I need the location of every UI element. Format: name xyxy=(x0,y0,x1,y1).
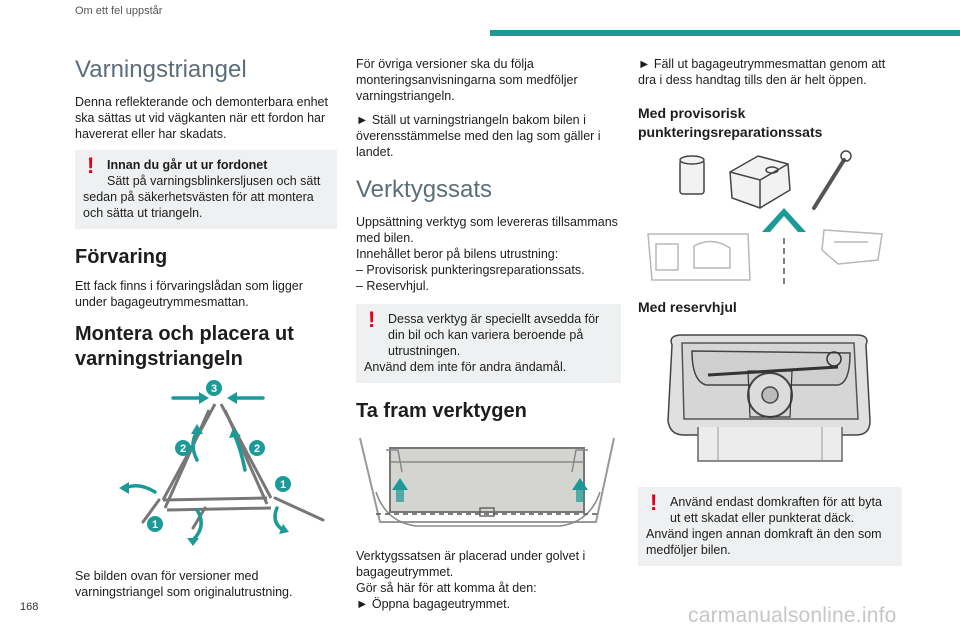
toolkit-text: Uppsättning verktyg som levereras tillsa… xyxy=(356,215,618,245)
unfold-mat-step: ► Fäll ut bagageutrymmesmattan genom att… xyxy=(638,57,886,87)
step-marker: 2 xyxy=(249,440,265,456)
toolkit-content-text: Innehållet beror på bilens utrustning: xyxy=(356,247,559,261)
place-triangle-step: ► Ställ ut varningstriangeln bakom bilen… xyxy=(356,113,601,159)
warning-line: Använd endast domkraften för att byta ut… xyxy=(670,495,882,525)
step-marker: 1 xyxy=(147,516,163,532)
toolkit-location-text: Verktygssatsen är placerad under golvet … xyxy=(356,549,586,579)
section-title-toolkit: Verktygssats xyxy=(356,176,493,203)
heading-storage: Förvaring xyxy=(75,246,168,268)
svg-text:1: 1 xyxy=(152,519,158,531)
storage-text: Ett fack finns i förvaringslådan som lig… xyxy=(75,279,303,309)
spare-wheel-figure xyxy=(667,334,871,462)
watermark: carmanualsonline.info xyxy=(688,604,897,627)
heading-spare-wheel: Med reservhjul xyxy=(638,299,737,315)
warning-line: sedan på säkerhetsvästen för att montera… xyxy=(83,190,314,220)
warning-triangle-assembly-figure: 3 2 2 1 1 xyxy=(119,380,325,546)
step-marker: 2 xyxy=(175,440,191,456)
heading-mount-triangle: Montera och placera ut varningstriangeln xyxy=(75,323,294,370)
column-middle: För övriga versioner ska du följa monter… xyxy=(356,56,621,620)
warning-line: Dessa verktyg är speciellt avsedda för d… xyxy=(388,312,600,358)
toolkit-list-item: – Provisorisk punkteringsreparationssats… xyxy=(356,263,585,277)
warning-line: Använd ingen annan domkraft än den som m… xyxy=(646,527,882,557)
svg-text:1: 1 xyxy=(280,479,286,491)
warning-line: Använd dem inte för andra ändamål. xyxy=(364,360,567,374)
figure-caption: Se bilden ovan för versioner med varning… xyxy=(75,569,293,599)
warning-title: Innan du går ut ur fordonet xyxy=(107,158,268,172)
svg-text:2: 2 xyxy=(254,443,260,455)
column-left: Varningstriangel Denna reflekterande och… xyxy=(75,56,337,608)
running-header: Om ett fel uppstår xyxy=(75,5,163,17)
warning-exclamation-icon: ! xyxy=(87,153,95,178)
open-boot-step: ► Öppna bagageutrymmet. xyxy=(356,597,511,611)
heading-repair-kit: Med provisorisk punkteringsreparationssa… xyxy=(638,105,823,140)
other-versions-text: För övriga versioner ska du följa monter… xyxy=(356,57,578,103)
step-marker: 3 xyxy=(206,380,222,396)
svg-text:3: 3 xyxy=(211,383,217,395)
page-number: 168 xyxy=(20,601,39,613)
repair-kit-figure xyxy=(647,150,883,286)
warning-line: Sätt på varningsblinkersljusen och sätt xyxy=(107,174,321,188)
heading-retrieve-tools: Ta fram verktygen xyxy=(356,400,527,422)
warning-exclamation-icon: ! xyxy=(650,490,658,515)
access-text: Gör så här för att komma åt den: xyxy=(356,581,537,595)
warning-box-before-exit: ! Innan du går ut ur fordonet Sätt på va… xyxy=(75,150,337,229)
svg-text:2: 2 xyxy=(180,443,186,455)
triangle-intro: Denna reflekterande och demonterbara enh… xyxy=(75,95,328,141)
boot-floor-figure xyxy=(359,437,615,527)
warning-box-jack: ! Använd endast domkraften för att byta … xyxy=(638,487,902,566)
warning-box-tools: ! Dessa verktyg är speciellt avsedda för… xyxy=(356,304,621,383)
header-accent-bar xyxy=(490,30,960,36)
section-title-warning-triangle: Varningstriangel xyxy=(75,56,247,83)
column-right: ► Fäll ut bagageutrymmesmattan genom att… xyxy=(638,56,902,578)
step-marker: 1 xyxy=(275,476,291,492)
warning-exclamation-icon: ! xyxy=(368,307,376,332)
toolkit-list-item: – Reservhjul. xyxy=(356,279,429,293)
